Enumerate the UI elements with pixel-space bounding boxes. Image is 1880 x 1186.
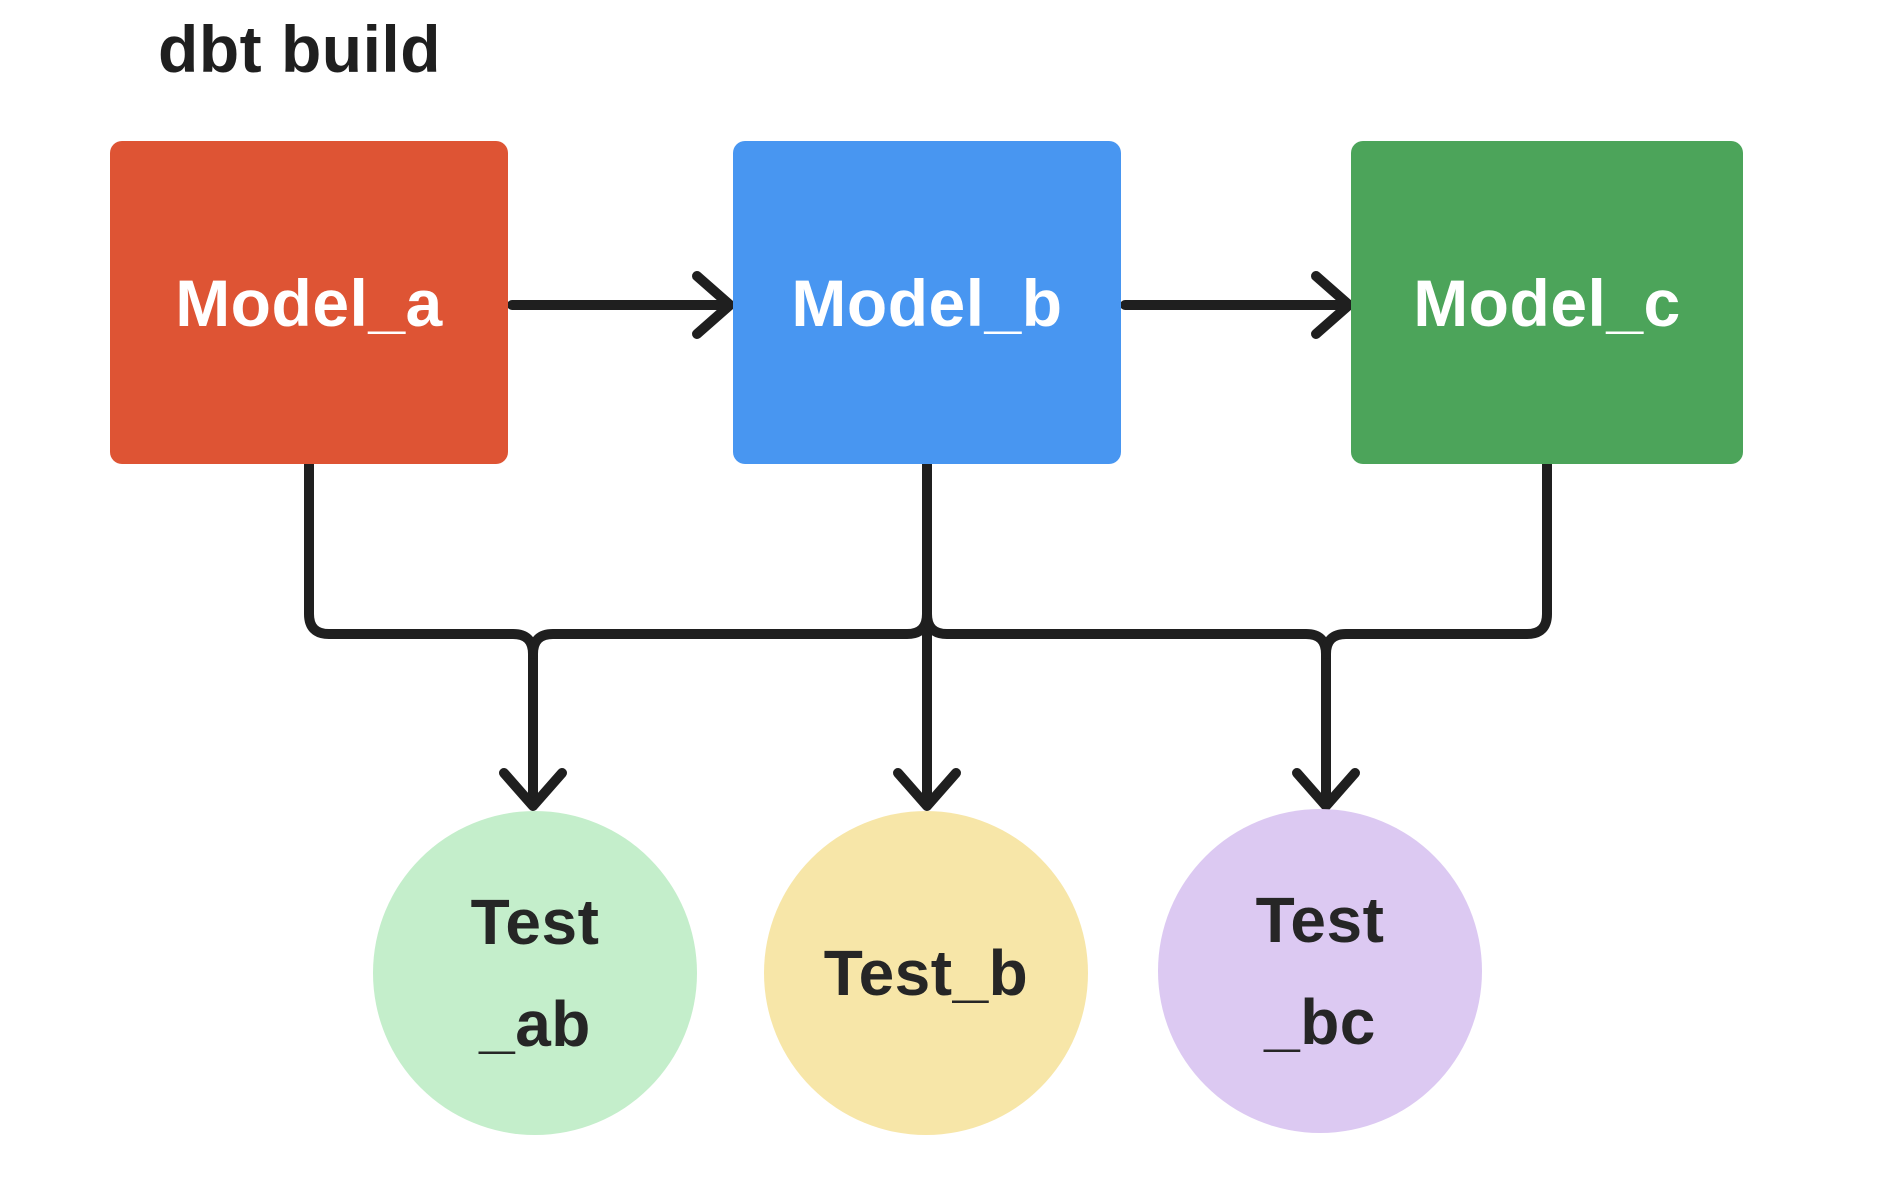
node-test-bc-label-line2: _bc [1264, 986, 1376, 1058]
arrowhead-test-ab [499, 768, 567, 811]
node-test-ab-label-line2: _ab [479, 988, 591, 1060]
node-test-ab: Test _ab [373, 811, 697, 1135]
diagram-title: dbt build [158, 12, 442, 86]
arrowhead-model-b [692, 271, 735, 339]
node-test-bc: Test _bc [1158, 809, 1482, 1133]
node-test-b: Test_b [764, 811, 1088, 1135]
node-model-c-label: Model_c [1413, 265, 1681, 340]
arrowhead-model-c [1311, 271, 1354, 339]
node-test-b-label-line1: Test_b [823, 936, 1029, 1009]
node-model-b: Model_b [733, 141, 1121, 464]
node-test-bc-label-line1: Test [1255, 883, 1385, 956]
edge-model-c-to-test-bc [1321, 459, 1552, 659]
node-test-ab-label-line1: Test [470, 885, 600, 958]
node-model-a: Model_a [110, 141, 508, 464]
edges-group [304, 271, 1552, 811]
edge-model-a-to-test-ab [304, 459, 538, 803]
edge-model-b-to-test-bc [922, 459, 1331, 803]
node-model-a-label: Model_a [175, 265, 443, 340]
arrowhead-test-b [893, 768, 961, 811]
node-model-c: Model_c [1351, 141, 1743, 464]
node-model-b-label: Model_b [791, 265, 1063, 340]
edge-model-b-to-test-ab [528, 459, 932, 659]
arrowhead-test-bc [1292, 768, 1360, 811]
